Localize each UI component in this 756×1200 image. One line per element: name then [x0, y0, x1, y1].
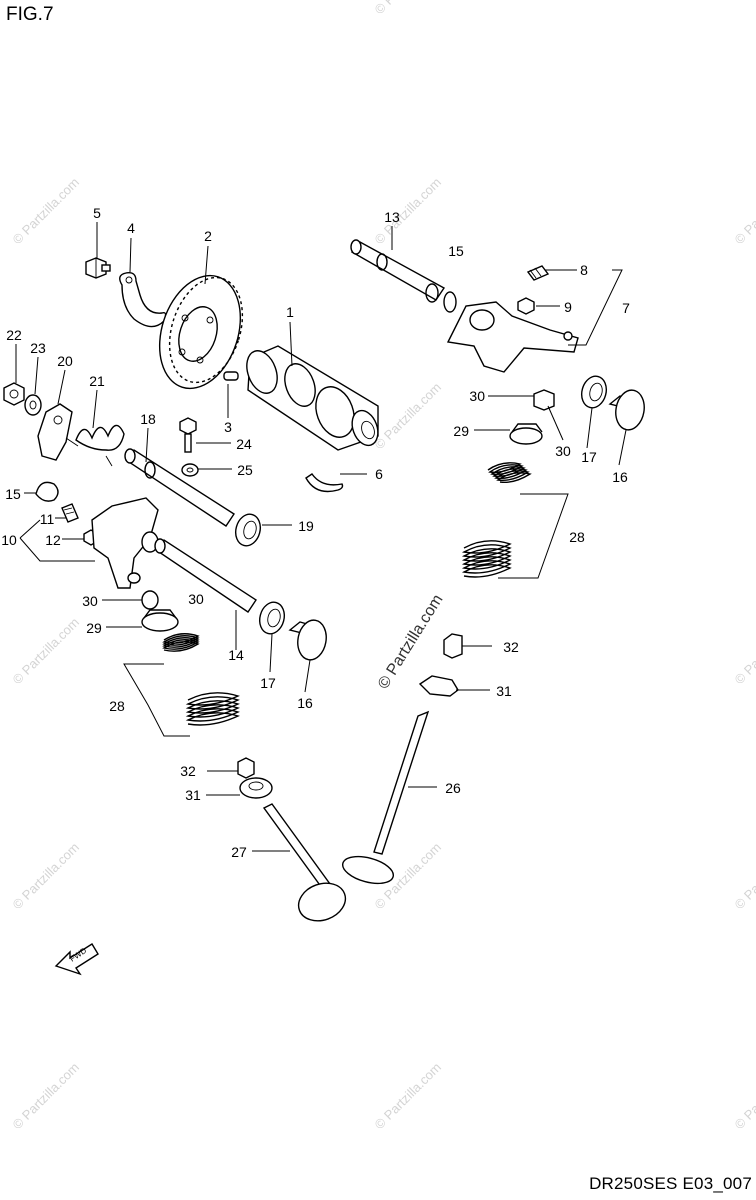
callout-17-right: 17 [581, 449, 597, 465]
part-27-valve-intake [262, 803, 347, 922]
callout-16-lower: 16 [297, 695, 313, 711]
callout-30-left: 30 [82, 593, 98, 609]
callout-15-left: 15 [5, 486, 21, 502]
part-11-screw [61, 503, 79, 523]
part-13-rocker-shaft [350, 239, 457, 313]
part-19-washer [234, 513, 262, 547]
part-30-shim-left [141, 590, 159, 610]
callout-28-right: 28 [569, 529, 585, 545]
callout-15-top: 15 [448, 243, 464, 259]
document-code: DR250SES E03_007 [589, 1174, 752, 1193]
callout-29-left: 29 [86, 620, 102, 636]
callout-2: 2 [204, 228, 212, 244]
callout-30-right: 30 [469, 388, 485, 404]
callout-6: 6 [375, 466, 383, 482]
part-21-spring [65, 424, 125, 467]
part-1-camshaft [246, 345, 379, 451]
watermark: © Partzilla.com [372, 0, 445, 17]
part-18-shaft [124, 448, 235, 527]
callout-16-right: 16 [612, 469, 628, 485]
part-25-washer [181, 463, 199, 477]
part-4-plate [119, 271, 167, 328]
part-5-bolt [85, 257, 111, 279]
watermark: © Partzilla.com [10, 615, 83, 688]
watermark: © Partzilla.com [732, 615, 756, 688]
watermark: © Partzilla.com [10, 175, 83, 248]
callout-17-lower: 17 [260, 675, 276, 691]
part-15-clip-left [35, 481, 59, 502]
callout-32-right: 32 [503, 639, 519, 655]
callout-12: 12 [45, 532, 61, 548]
part-17-washer-lower [258, 601, 286, 635]
callout-22: 22 [6, 327, 22, 343]
callout-28-left: 28 [109, 698, 125, 714]
leader-lines [15, 222, 627, 852]
callout-23: 23 [30, 340, 46, 356]
fwd-arrow-icon: FWD [54, 943, 99, 976]
callout-26: 26 [445, 780, 461, 796]
part-7-rocker-arm [446, 301, 579, 373]
callout-8: 8 [580, 262, 588, 278]
watermark: © Partzilla.com [732, 175, 756, 248]
callout-27: 27 [231, 844, 247, 860]
part-24-bolt [179, 417, 197, 453]
watermark: © Partzilla.com [10, 1060, 83, 1133]
callout-10: 10 [1, 532, 17, 548]
watermark: © Partzilla.com [372, 380, 445, 453]
part-32-cotter-left [237, 757, 255, 779]
callout-31-left: 31 [185, 787, 201, 803]
part-2-cam-sprocket [158, 274, 244, 390]
callout-1: 1 [286, 304, 294, 320]
callout-32-left: 32 [180, 763, 196, 779]
part-32-cotter-right [443, 633, 463, 659]
callout-9: 9 [564, 299, 572, 315]
callout-18: 18 [140, 411, 156, 427]
part-22-nut [3, 382, 25, 406]
callout-30-right-lower: 30 [555, 443, 571, 459]
callout-20: 20 [57, 353, 73, 369]
watermark: © Partzilla.com [732, 1060, 756, 1133]
part-30-shim-right [533, 389, 555, 411]
part-29-retainer-right [509, 423, 543, 445]
callout-31-right: 31 [496, 683, 512, 699]
part-3-pin [223, 371, 239, 381]
part-20-arm [37, 403, 73, 461]
part-8-adjust-screw [526, 265, 550, 281]
callout-11: 11 [40, 511, 55, 527]
part-6-clip [305, 473, 344, 493]
part-28-springs-right [461, 462, 532, 578]
watermark: © Partzilla.com [732, 840, 756, 913]
part-28-springs-left [162, 633, 240, 726]
watermark: © Partzilla.com [372, 1060, 445, 1133]
callout-21: 21 [89, 373, 105, 389]
part-16-cap-right [608, 389, 645, 431]
callout-3: 3 [224, 419, 232, 435]
callout-5: 5 [93, 205, 101, 221]
callout-14: 14 [228, 647, 244, 663]
callout-29-right: 29 [453, 423, 469, 439]
part-14-shaft [154, 538, 257, 613]
callout-25: 25 [237, 462, 253, 478]
callout-13: 13 [384, 209, 400, 225]
figure-title: FIG.7 [6, 4, 54, 25]
part-29-retainer-left [141, 609, 179, 632]
callout-30-mid: 30 [188, 591, 204, 607]
callout-19: 19 [298, 518, 314, 534]
part-17-washer-right [580, 375, 608, 409]
part-10-rocker-arm [91, 497, 159, 589]
part-26-valve-exhaust [341, 710, 430, 885]
part-16-cap-lower [288, 619, 327, 661]
part-31-seal-left [239, 777, 273, 799]
callout-labels: 5 4 2 1 3 6 7 8 9 13 15 22 23 20 21 18 2… [1, 205, 630, 860]
part-31-seal-right [418, 675, 459, 697]
watermark: © Partzilla.com [10, 840, 83, 913]
callout-7: 7 [622, 300, 630, 316]
callout-4: 4 [127, 220, 135, 236]
part-9-nut [517, 297, 535, 315]
watermark: © Partzilla.com [372, 175, 445, 248]
callout-24: 24 [236, 436, 252, 452]
part-23-washer [24, 394, 42, 416]
